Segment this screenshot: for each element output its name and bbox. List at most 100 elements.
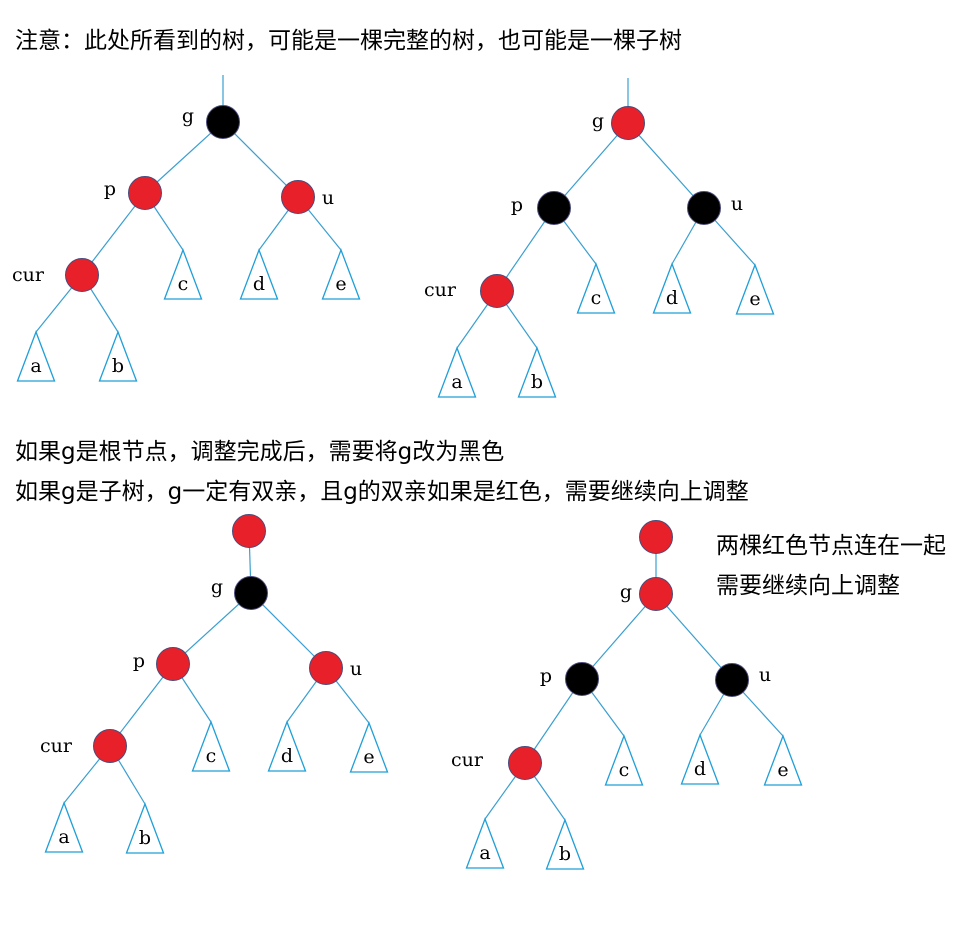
- node-label-p: p: [540, 665, 552, 687]
- subtrees: a b c d e: [437, 262, 775, 398]
- subtree-label-c: c: [178, 273, 189, 295]
- node-p: [128, 176, 162, 210]
- edge-p-cur: [81, 192, 146, 276]
- subtree-c: [576, 262, 616, 314]
- node-label-p: p: [511, 194, 523, 216]
- node-label-cur: cur: [40, 735, 73, 757]
- note-text: 注意：此处所看到的树，可能是一棵完整的树，也可能是一棵子树: [15, 28, 682, 54]
- subtree-case-text: 如果g是子树，g一定有双亲，且g的双亲如果是红色，需要继续向上调整: [15, 479, 749, 505]
- subtree-b: [125, 802, 165, 854]
- nodes: g p u cur: [424, 106, 743, 308]
- subtree-e: [763, 734, 803, 786]
- subtree-label-e: e: [363, 746, 374, 768]
- node-g: [639, 577, 673, 611]
- subtree-label-e: e: [777, 759, 788, 781]
- side-note-line2: 需要继续向上调整: [716, 573, 900, 599]
- node-label-u: u: [322, 187, 334, 209]
- subtree-d: [652, 262, 692, 314]
- node-label-u: u: [731, 193, 743, 215]
- node-cur: [480, 274, 514, 308]
- subtree-label-c: c: [619, 759, 630, 781]
- edge-g-u: [627, 122, 705, 209]
- subtrees: a b c d e: [16, 248, 361, 382]
- subtree-a: [465, 817, 505, 869]
- edge-g-p: [553, 122, 629, 209]
- tree-top-right: a b c d e g p u cur: [424, 78, 775, 398]
- tree-top-left: a b c d e g p u cur: [12, 75, 361, 382]
- subtree-label-b: b: [559, 843, 571, 865]
- subtree-label-e: e: [335, 273, 346, 295]
- node-u: [715, 663, 749, 697]
- subtree-label-a: a: [479, 842, 490, 864]
- subtree-label-b: b: [112, 355, 124, 377]
- node-g: [234, 576, 268, 610]
- subtree-label-b: b: [139, 827, 151, 849]
- subtree-label-c: c: [591, 287, 602, 309]
- subtree-label-a: a: [451, 371, 462, 393]
- edge-g-u: [222, 121, 299, 198]
- subtree-label-b: b: [531, 371, 543, 393]
- subtree-label-d: d: [694, 758, 706, 780]
- root-case-text: 如果g是根节点，调整完成后，需要将g改为黑色: [15, 439, 504, 465]
- node-p: [537, 191, 571, 225]
- node-cur: [65, 258, 99, 292]
- node-g-parent: [639, 520, 673, 554]
- node-label-cur: cur: [424, 279, 457, 301]
- trees: a b c d e g p u cur a b c d e g p u cur a b c d e g p u cur a b c d e g p…: [12, 75, 803, 870]
- node-g-parent: [232, 514, 266, 548]
- subtree-label-d: d: [253, 273, 265, 295]
- subtree-d: [267, 720, 307, 772]
- node-label-u: u: [759, 664, 771, 686]
- node-u: [687, 191, 721, 225]
- node-cur: [508, 746, 542, 780]
- subtree-d: [680, 733, 720, 785]
- node-label-cur: cur: [12, 264, 45, 286]
- edge-g-p: [172, 592, 252, 665]
- subtree-e: [735, 263, 775, 315]
- subtree-b: [517, 346, 557, 398]
- subtrees: a b c d e: [44, 720, 389, 854]
- subtree-e: [349, 721, 389, 773]
- subtree-label-d: d: [281, 745, 293, 767]
- subtree-c: [163, 248, 203, 300]
- subtree-label-a: a: [30, 355, 41, 377]
- nodes: g p u cur: [12, 105, 334, 292]
- node-p: [565, 662, 599, 696]
- subtree-b: [545, 818, 585, 870]
- node-u: [281, 180, 315, 214]
- subtree-a: [44, 801, 84, 853]
- subtree-b: [98, 330, 138, 382]
- node-label-g: g: [592, 110, 604, 132]
- edge-g-u: [655, 593, 733, 681]
- edge-p-cur: [109, 663, 174, 747]
- node-g: [611, 106, 645, 140]
- node-cur: [93, 729, 127, 763]
- subtrees: a b c d e: [465, 733, 803, 870]
- subtree-label-a: a: [58, 826, 69, 848]
- edge-g-p: [581, 593, 657, 680]
- subtree-label-d: d: [666, 287, 678, 309]
- subtree-label-e: e: [749, 288, 760, 310]
- side-note-line1: 两棵红色节点连在一起: [716, 533, 946, 559]
- node-label-g: g: [182, 105, 194, 127]
- node-g: [206, 105, 240, 139]
- edge-g-p: [144, 121, 224, 194]
- node-label-p: p: [104, 178, 116, 200]
- node-u: [309, 651, 343, 685]
- edge-g-u: [250, 592, 327, 669]
- node-p: [156, 647, 190, 681]
- subtree-a: [16, 330, 56, 382]
- node-label-g: g: [620, 581, 632, 603]
- node-label-g: g: [211, 576, 223, 598]
- node-label-p: p: [133, 650, 145, 672]
- subtree-c: [604, 734, 644, 786]
- subtree-c: [191, 720, 231, 772]
- subtree-e: [321, 248, 361, 300]
- subtree-a: [437, 346, 477, 398]
- subtree-label-c: c: [206, 745, 217, 767]
